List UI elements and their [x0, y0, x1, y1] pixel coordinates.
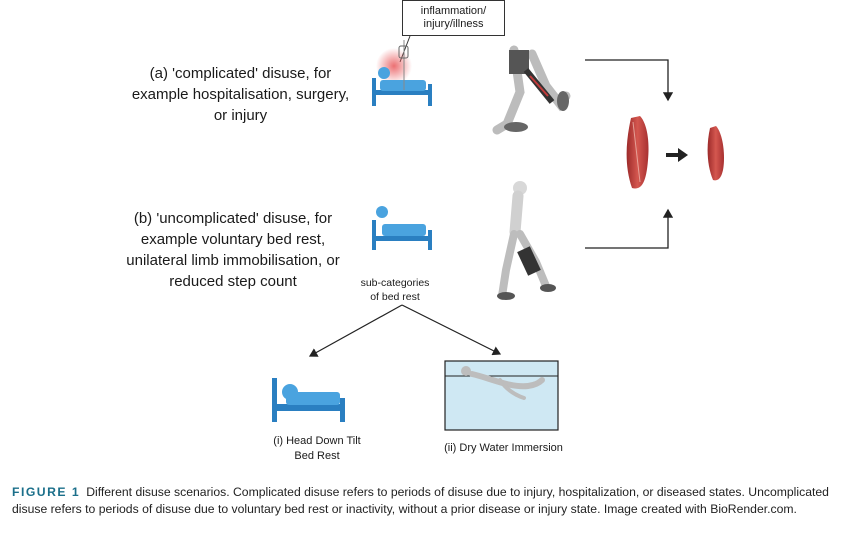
scenario-b-line-1: (b) 'uncomplicated' disuse, for	[133, 210, 333, 227]
callout-line-2: injury/illness	[423, 18, 484, 30]
muscle-icon	[626, 116, 724, 189]
standing-figure-icon	[497, 181, 556, 300]
arrow-to-head-down-tilt	[308, 304, 403, 357]
subcategories-line-1: sub-categories	[360, 277, 430, 289]
scenario-a-line-1: (a) 'complicated' disuse, for	[149, 65, 332, 82]
water-immersion-icon	[444, 360, 559, 431]
scenario-a-label: (a) 'complicated' disuse, for example ho…	[118, 63, 363, 126]
arrow-a-to-muscle	[585, 59, 674, 102]
scenario-b-label: (b) 'uncomplicated' disuse, for example …	[108, 208, 358, 292]
scenario-a-line-3: or injury	[213, 107, 268, 124]
bed-rest-icon	[372, 206, 432, 250]
subcategories-line-2: of bed rest	[370, 291, 420, 303]
callout-line-1: inflammation/	[420, 5, 487, 17]
subcategories-label: sub-categories of bed rest	[355, 276, 435, 304]
arrow-to-water-immersion	[401, 304, 502, 356]
figure-artwork	[272, 35, 724, 431]
scenario-b-line-3: unilateral limb immobilisation, or	[126, 252, 340, 269]
inflammation-callout: inflammation/ injury/illness	[402, 0, 505, 36]
head-down-tilt-line-1: (i) Head Down Tilt	[273, 435, 361, 447]
figure-number: FIGURE 1	[12, 485, 81, 499]
head-down-tilt-line-2: Bed Rest	[294, 450, 340, 462]
scenario-b-line-2: example voluntary bed rest,	[140, 231, 326, 248]
leg-brace-figure-icon	[492, 45, 571, 135]
scenario-a-line-2: example hospitalisation, surgery,	[131, 86, 350, 103]
scenario-b-line-4: reduced step count	[169, 273, 297, 290]
water-immersion-label: (ii) Dry Water Immersion	[444, 442, 563, 454]
head-down-tilt-bed-icon	[272, 378, 345, 422]
head-down-tilt-label: (i) Head Down Tilt Bed Rest	[262, 434, 372, 464]
caption-text: Different disuse scenarios. Complicated …	[12, 485, 829, 516]
hospital-bed-icon	[372, 40, 432, 106]
arrow-b-to-muscle	[585, 208, 674, 249]
